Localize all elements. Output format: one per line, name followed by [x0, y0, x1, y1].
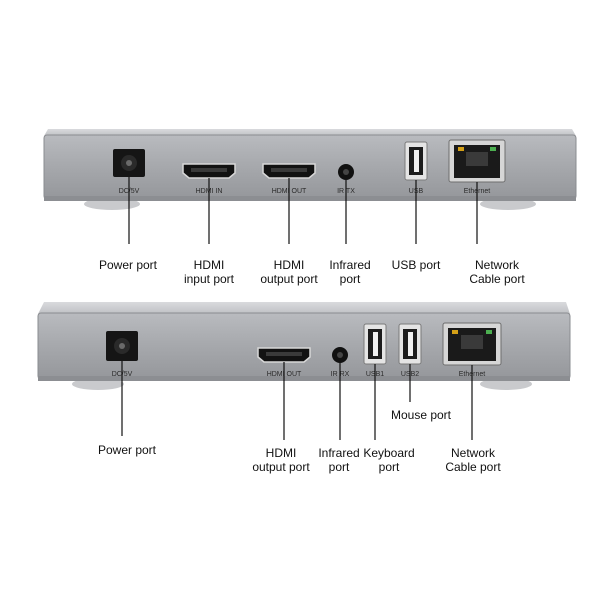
- tx-callout-hdmi-input: HDMI input port: [183, 258, 235, 286]
- receiver-ethernet-port: [442, 322, 502, 366]
- rx-callout-network: Network Cable port: [445, 446, 501, 474]
- tx-callout-hdmi-output: HDMI output port: [260, 258, 318, 286]
- receiver-usb2-port: [398, 323, 422, 365]
- transmitter-hdmi-out-port: [262, 163, 316, 179]
- receiver-ir-jack: [332, 347, 348, 363]
- rx-callout-power: Power port: [97, 443, 157, 457]
- rx-callout-hdmi-output: HDMI output port: [252, 446, 310, 474]
- receiver-top-edge: [38, 302, 570, 314]
- transmitter-unit: DC/5V HDMI IN HDMI OUT IR TX USB Etherne…: [43, 129, 577, 210]
- transmitter-ethernet-port: [448, 139, 506, 183]
- receiver-dc-jack: [106, 331, 138, 361]
- tx-callout-usb: USB port: [391, 258, 441, 272]
- tx-callout-infrared: Infrared port: [329, 258, 371, 286]
- transmitter-dc-jack: [113, 149, 145, 177]
- transmitter-ir-jack: [338, 164, 354, 180]
- transmitter-hdmi-in-port: [182, 163, 236, 179]
- rx-callout-infrared: Infrared port: [318, 446, 360, 474]
- rx-callout-mouse: Mouse port: [390, 408, 452, 422]
- transmitter-top-edge: [44, 129, 576, 136]
- tx-callout-power: Power port: [98, 258, 158, 272]
- receiver-bottom-edge: [38, 376, 570, 381]
- transmitter-leader-lines: [128, 177, 478, 244]
- tx-callout-network: Network Cable port: [469, 258, 525, 286]
- receiver-unit: DC/5V HDMI OUT IR RX USB1 USB2 Ethernet: [37, 302, 571, 390]
- transmitter-usb-port: [404, 141, 428, 181]
- receiver-usb1-port: [363, 323, 387, 365]
- receiver-leader-lines: [121, 361, 473, 440]
- transmitter-bottom-edge: [44, 196, 576, 201]
- rx-callout-keyboard: Keyboard port: [363, 446, 415, 474]
- receiver-hdmi-out-port: [257, 347, 311, 363]
